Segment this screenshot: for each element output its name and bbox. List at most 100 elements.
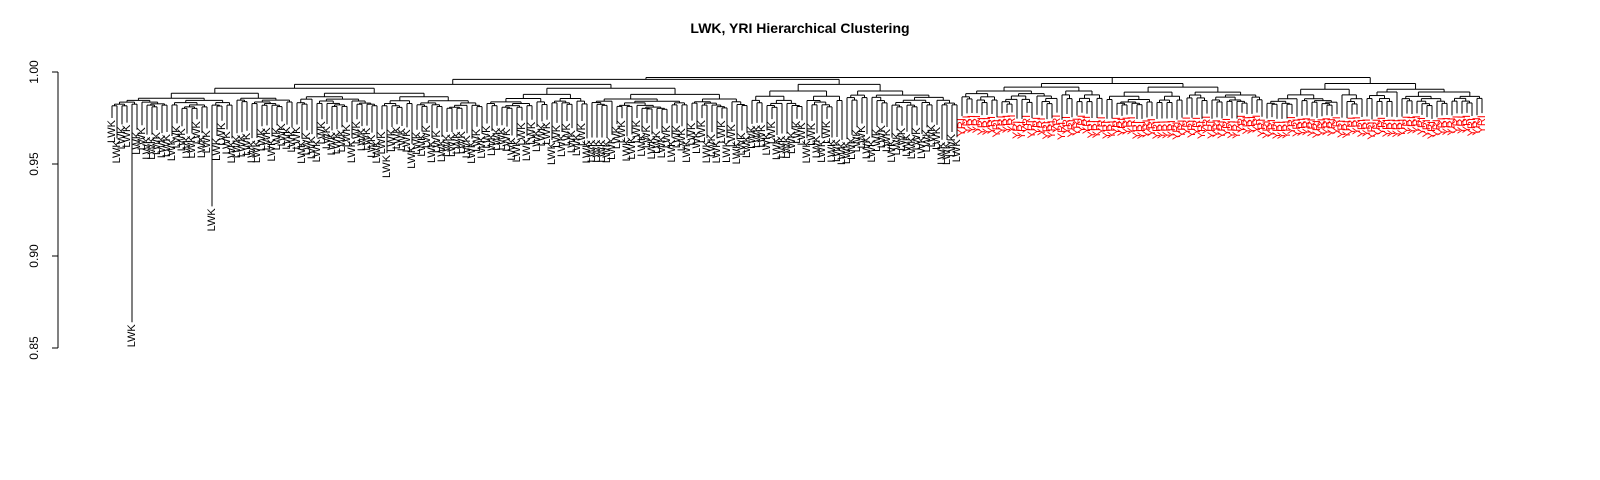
- leaf-label: LWK: [351, 121, 363, 145]
- leaf-label: LWK: [456, 130, 468, 154]
- leaf-label: LWK: [216, 122, 228, 146]
- leaf-label: YRI: [1036, 117, 1048, 135]
- leaf-label: LWK: [951, 139, 963, 163]
- leaf-label: LWK: [741, 134, 753, 158]
- leaf-label: LWK: [676, 128, 688, 152]
- leaf-label: YRI: [1416, 117, 1428, 135]
- leaf-label: LWK: [646, 136, 658, 160]
- leaf-label: LWK: [131, 131, 143, 155]
- leaf-label: LWK: [196, 134, 208, 158]
- leaf-label: YRI: [1221, 118, 1233, 136]
- leaf-label: LWK: [681, 139, 693, 163]
- leaf-label: YRI: [1431, 119, 1443, 137]
- leaf-label: LWK: [271, 127, 283, 151]
- leaf-label: YRI: [1276, 121, 1288, 139]
- leaf-label: LWK: [356, 127, 368, 151]
- leaf-label: YRI: [1326, 118, 1338, 136]
- leaf-label: YRI: [1086, 120, 1098, 138]
- leaf-label: LWK: [546, 141, 558, 165]
- leaf-label: LWK: [526, 121, 538, 145]
- leaf-label: LWK: [401, 129, 413, 153]
- leaf-label: YRI: [1466, 118, 1478, 136]
- leaf-label: LWK: [821, 120, 833, 144]
- leaf-label: LWK: [291, 126, 303, 150]
- leaf-label: YRI: [1346, 117, 1358, 135]
- leaf-label: LWK: [191, 121, 203, 145]
- leaf-label: LWK: [166, 137, 178, 161]
- leaf-label: YRI: [996, 115, 1008, 133]
- leaf-label: LWK: [926, 124, 938, 148]
- leaf-label: LWK: [521, 137, 533, 161]
- leaf-label: YRI: [1071, 118, 1083, 136]
- leaf-label: LWK: [331, 131, 343, 155]
- leaf-label: LWK: [616, 120, 628, 144]
- leaf-label: LWK: [636, 133, 648, 157]
- leaf-label: YRI: [1001, 115, 1013, 133]
- leaf-label: LWK: [421, 124, 433, 148]
- leaf-label: LWK: [886, 139, 898, 163]
- leaf-label: LWK: [671, 125, 683, 149]
- leaf-label: YRI: [1061, 116, 1073, 134]
- leaf-label: LWK: [901, 133, 913, 157]
- leaf-labels: LWKLWKLWKLWKLWKLWKLWKLWKLWKLWKLWKLWKLWKL…: [106, 114, 1488, 347]
- leaf-label: YRI: [1186, 120, 1198, 138]
- leaf-label: LWK: [116, 126, 128, 150]
- leaf-label: YRI: [1241, 116, 1253, 134]
- leaf-label: LWK: [311, 139, 323, 163]
- leaf-label: YRI: [1456, 116, 1468, 134]
- leaf-label: YRI: [1406, 116, 1418, 134]
- leaf-label: LWK: [226, 140, 238, 164]
- leaf-label: LWK: [761, 132, 773, 156]
- leaf-label: YRI: [1476, 115, 1488, 133]
- leaf-label: YRI: [1066, 119, 1078, 137]
- leaf-label: LWK: [276, 123, 288, 147]
- leaf-label: LWK: [571, 132, 583, 156]
- leaf-label: LWK: [376, 131, 388, 155]
- leaf-label: LWK: [321, 125, 333, 149]
- leaf-label: LWK: [186, 135, 198, 159]
- leaf-label: LWK: [666, 139, 678, 163]
- leaf-label: YRI: [1296, 118, 1308, 136]
- leaf-label: LWK: [736, 132, 748, 156]
- leaf-label: LWK: [446, 133, 458, 157]
- leaf-label: LWK: [511, 139, 523, 163]
- leaf-label: LWK: [791, 120, 803, 144]
- leaf-label: LWK: [496, 127, 508, 151]
- leaf-label: LWK: [481, 125, 493, 149]
- leaf-label: LWK: [261, 127, 273, 151]
- leaf-label: YRI: [1281, 120, 1293, 138]
- leaf-label: YRI: [1226, 120, 1238, 138]
- leaf-label: YRI: [1006, 114, 1018, 132]
- leaf-label: LWK: [581, 140, 593, 164]
- leaf-label: YRI: [1376, 117, 1388, 135]
- leaf-label: YRI: [1206, 121, 1218, 139]
- leaf-label: YRI: [1196, 121, 1208, 139]
- leaf-label: LWK: [111, 140, 123, 164]
- leaf-label: YRI: [1126, 116, 1138, 134]
- leaf-label: YRI: [1446, 117, 1458, 135]
- leaf-label: YRI: [1156, 121, 1168, 139]
- leaf-label: YRI: [1141, 119, 1153, 137]
- leaf-label: LWK: [851, 129, 863, 153]
- leaf-label: LWK: [836, 141, 848, 165]
- leaf-label: LWK: [891, 132, 903, 156]
- leaf-label: YRI: [1116, 118, 1128, 136]
- leaf-label: YRI: [1441, 117, 1453, 135]
- leaf-label: LWK: [721, 139, 733, 163]
- leaf-label: LWK: [316, 121, 328, 145]
- leaf-label: LWK: [471, 128, 483, 152]
- leaf-label: LWK: [941, 141, 953, 165]
- leaf-label: LWK: [431, 129, 443, 153]
- leaf-label: LWK: [556, 133, 568, 157]
- leaf-label: LWK: [126, 324, 138, 348]
- leaf-label: YRI: [1391, 119, 1403, 137]
- leaf-label: YRI: [1396, 119, 1408, 137]
- leaf-label: LWK: [426, 139, 438, 163]
- leaf-label: YRI: [1371, 119, 1383, 137]
- leaf-label: LWK: [361, 127, 373, 151]
- leaf-label: LWK: [631, 119, 643, 143]
- leaf-label: YRI: [1136, 121, 1148, 139]
- leaf-label: YRI: [1336, 120, 1348, 138]
- leaf-label: LWK: [931, 126, 943, 150]
- leaf-label: LWK: [306, 135, 318, 159]
